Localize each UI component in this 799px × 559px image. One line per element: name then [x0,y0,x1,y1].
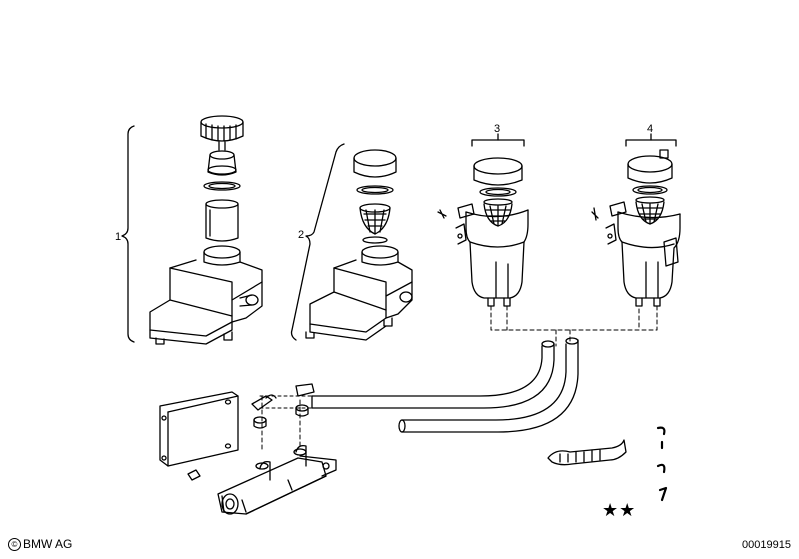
callout-3: 3 [494,123,500,135]
edge-marks [656,426,668,502]
callout-2: 2 [298,229,304,241]
reservoir-3 [437,157,529,307]
hose-fittings [251,383,315,429]
copyright-text: BMW AG [23,537,73,551]
stars-mark: ★★ [602,500,637,520]
reservoir-4 [591,149,681,307]
callout-4: 4 [647,123,653,135]
reservoir-2 [305,149,413,341]
bracket-3 [471,133,525,147]
image-number: 00019915 [742,539,791,551]
bracket-1 [121,125,135,343]
bracket-2 [290,143,345,341]
bracket-4 [625,133,677,147]
hose-clip [547,439,627,466]
copyright-icon: © [8,537,21,551]
copyright: © BMW AG [8,537,72,551]
reservoir-1 [149,115,263,345]
connection-lines [261,305,658,453]
mounting-bracket [159,391,239,481]
callout-1: 1 [115,231,121,243]
master-cylinder [217,444,337,515]
hoses [259,337,579,433]
